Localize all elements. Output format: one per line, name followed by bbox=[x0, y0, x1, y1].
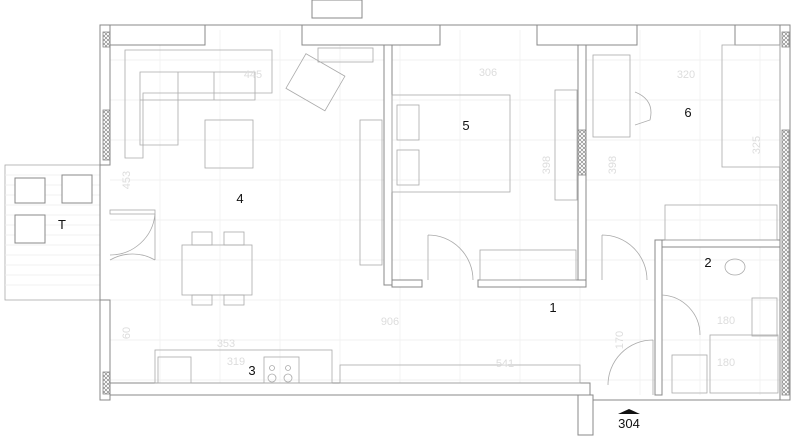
dimension-label: 445 bbox=[244, 69, 262, 81]
room-label-6: 6 bbox=[684, 105, 691, 120]
terrace bbox=[4, 164, 101, 301]
room-label-3: 3 bbox=[248, 363, 255, 378]
room-label-1: 1 bbox=[549, 300, 556, 315]
entrance-arrow-icon bbox=[618, 409, 640, 414]
dimension-label: 306 bbox=[479, 67, 497, 79]
room-label-5: 5 bbox=[462, 118, 469, 133]
dimension-label: 325 bbox=[751, 136, 763, 154]
walls bbox=[99, 0, 791, 436]
dimension-label: 398 bbox=[607, 156, 619, 174]
room-label-4: 4 bbox=[236, 191, 243, 206]
room-label-2: 2 bbox=[704, 255, 711, 270]
dimension-label: 319 bbox=[227, 356, 245, 368]
dimension-label: 320 bbox=[677, 69, 695, 81]
room-label-terrace: T bbox=[58, 217, 66, 232]
dimension-label: 541 bbox=[496, 358, 514, 370]
furniture bbox=[109, 44, 781, 395]
apartment-number: 304 bbox=[618, 416, 640, 431]
floor-tiles bbox=[110, 30, 790, 395]
dimension-label: 170 bbox=[614, 331, 626, 349]
dimension-label: 353 bbox=[217, 338, 235, 350]
dimension-label: 906 bbox=[381, 316, 399, 328]
dimension-labels: 445 453 306 398 398 320 325 353 319 906 … bbox=[121, 67, 763, 370]
dimension-label: 180 bbox=[717, 357, 735, 369]
dimension-label: 180 bbox=[717, 315, 735, 327]
dimension-label: 60 bbox=[121, 327, 133, 339]
dimension-label: 453 bbox=[121, 171, 133, 189]
dimension-label: 398 bbox=[541, 156, 553, 174]
